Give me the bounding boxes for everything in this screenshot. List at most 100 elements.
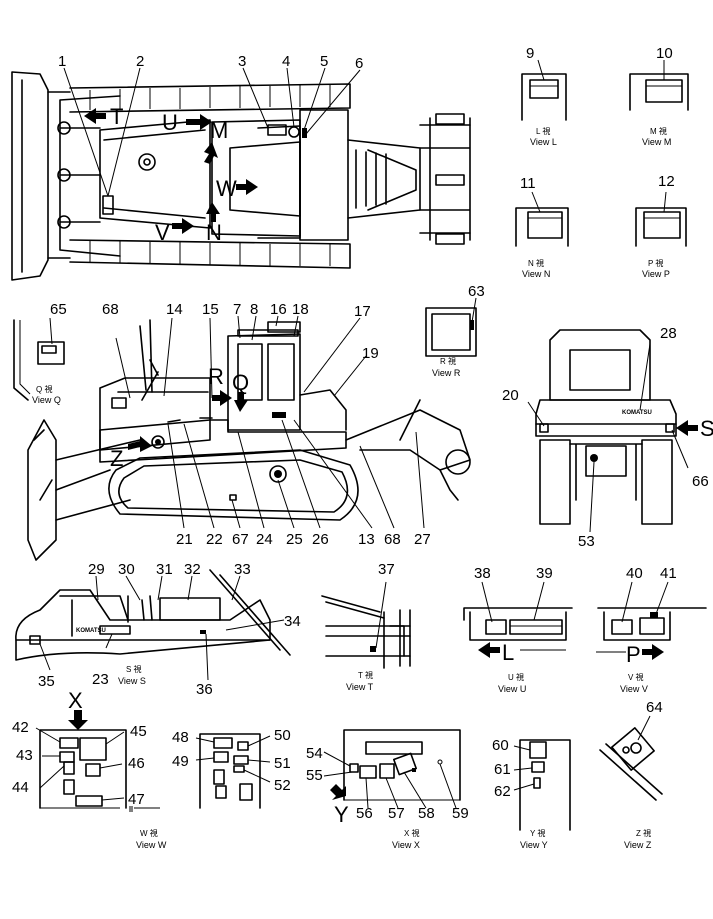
callout-49: 49 [172, 753, 189, 770]
view-M-caption: View M [642, 137, 671, 147]
callout-47: 47 [128, 791, 145, 808]
view-Z-kanji: Z 視 [636, 829, 651, 838]
callout-22: 22 [206, 531, 223, 548]
view-M-kanji: M 視 [650, 127, 667, 136]
view-T-caption: View T [346, 682, 374, 692]
arrow-icon [206, 202, 220, 222]
view-L-kanji: L 視 [536, 127, 550, 136]
view-R-kanji: R 視 [440, 357, 456, 366]
callout-11: 11 [520, 175, 536, 192]
callout-6: 6 [355, 55, 363, 72]
view-S-detail [15, 569, 291, 681]
callout-2: 2 [136, 53, 144, 70]
view-X-caption: View X [392, 840, 420, 850]
callout-68-bottom: 68 [384, 531, 401, 548]
callout-8: 8 [250, 301, 258, 318]
callout-64: 64 [646, 699, 663, 716]
view-V-caption: View V [620, 684, 648, 694]
arrow-icon [330, 784, 346, 800]
view-U-detail [463, 581, 573, 658]
view-Z-caption: View Z [624, 840, 652, 850]
callout-16: 16 [270, 301, 287, 318]
callout-1: 1 [58, 53, 66, 70]
view-P-kanji: P 視 [648, 259, 663, 268]
arrow-icon [204, 142, 218, 164]
callout-63: 63 [468, 283, 485, 300]
callout-7: 7 [233, 301, 241, 318]
callout-14: 14 [166, 301, 183, 318]
view-letter-Z: Z [110, 446, 123, 471]
callout-54: 54 [306, 745, 323, 762]
view-S-kanji: S 視 [126, 665, 142, 674]
arrow-icon [236, 179, 258, 195]
callout-20: 20 [502, 387, 519, 404]
view-Y-kanji: Y 視 [530, 829, 545, 838]
callout-41: 41 [660, 565, 677, 582]
view-R-detail [425, 297, 477, 357]
callout-28: 28 [660, 325, 677, 342]
callout-48: 48 [172, 729, 189, 746]
callout-55: 55 [306, 767, 323, 784]
callout-35: 35 [38, 673, 55, 690]
view-W2-detail [195, 733, 271, 809]
view-Q-detail [13, 317, 65, 401]
callout-37: 37 [378, 561, 395, 578]
arrow-icon [128, 436, 152, 452]
callout-45: 45 [130, 723, 147, 740]
view-letter-X: X [68, 688, 83, 713]
callout-44: 44 [12, 779, 29, 796]
callout-33: 33 [234, 561, 251, 578]
view-S-caption: View S [118, 676, 146, 686]
view-L-detail [521, 59, 567, 121]
view-letter-T: T [110, 104, 123, 129]
callout-21: 21 [176, 531, 193, 548]
brand-decal-side: KOMATSU [76, 628, 106, 634]
arrow-icon [234, 392, 248, 412]
callout-46: 46 [128, 755, 145, 772]
arrow-icon [676, 420, 698, 436]
callout-13: 13 [358, 531, 375, 548]
view-letter-U: U [162, 110, 178, 135]
view-W-caption: View W [136, 840, 167, 850]
view-Y-detail [513, 739, 571, 831]
top-view [11, 67, 471, 281]
callout-18: 18 [292, 301, 309, 318]
callout-56: 56 [356, 805, 373, 822]
view-letter-W: W [216, 176, 237, 201]
callout-67: 67 [232, 531, 249, 548]
callout-52: 52 [274, 777, 291, 794]
callout-5: 5 [320, 53, 328, 70]
view-L-caption: View L [530, 137, 557, 147]
side-view [27, 315, 471, 561]
arrow-icon [478, 642, 500, 658]
callout-17: 17 [354, 303, 371, 320]
view-P-caption: View P [642, 269, 670, 279]
arrow-icon [212, 390, 232, 406]
view-Z-detail [599, 715, 663, 801]
callout-42: 42 [12, 719, 29, 736]
view-W-kanji: W 視 [140, 829, 158, 838]
callout-50: 50 [274, 727, 291, 744]
callout-53: 53 [578, 533, 595, 550]
view-letter-Y: Y [334, 802, 349, 827]
view-M-detail [629, 60, 689, 111]
callout-36: 36 [196, 681, 213, 698]
view-T-detail [321, 581, 411, 669]
callout-9: 9 [526, 45, 534, 62]
callout-61: 61 [494, 761, 511, 778]
brand-decal: KOMATSU [622, 410, 652, 416]
callout-60: 60 [492, 737, 509, 754]
arrow-icon [68, 710, 88, 730]
callout-12: 12 [658, 173, 675, 190]
view-Y-caption: View Y [520, 840, 548, 850]
callout-25: 25 [286, 531, 303, 548]
view-letter-S: S [700, 416, 713, 441]
callout-32: 32 [184, 561, 201, 578]
rear-view [527, 329, 698, 533]
view-letter-L: L [502, 640, 514, 665]
callout-24: 24 [256, 531, 273, 548]
callout-23: 23 [92, 671, 109, 688]
view-letter-Q: Q [232, 370, 249, 395]
arrow-icon [84, 108, 106, 124]
